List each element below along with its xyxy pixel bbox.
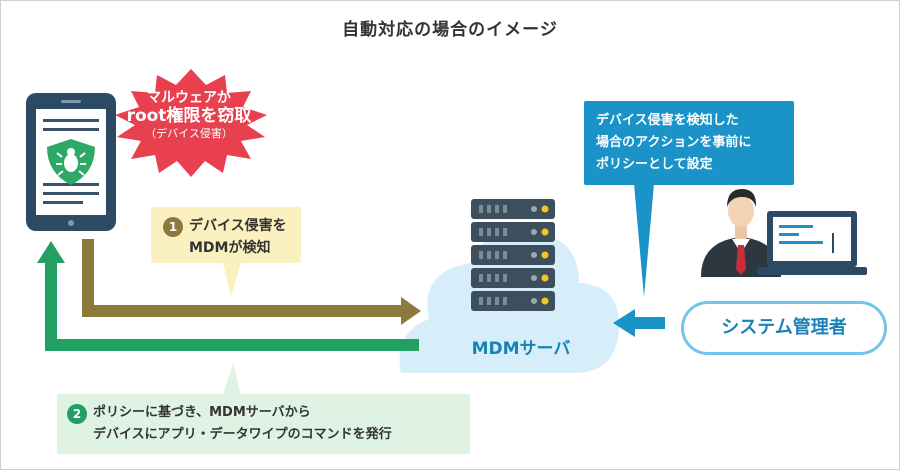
step2-text: ポリシーに基づき、MDMサーバから デバイスにアプリ・データワイプのコマンドを発… — [93, 402, 392, 446]
policy-arrow — [613, 309, 665, 337]
admin-callout-line3: ポリシーとして設定 — [596, 157, 713, 172]
detect-arrow — [82, 239, 421, 325]
burst-label: マルウェアが root権限を窃取 （デバイス侵害） — [119, 89, 259, 143]
step2-pointer — [223, 363, 241, 395]
admin-policy-callout: デバイス侵害を検知した 場合のアクションを事前に ポリシーとして設定 — [584, 101, 794, 185]
step2-callout: 2 ポリシーに基づき、MDMサーバから デバイスにアプリ・データワイプのコマンド… — [57, 394, 470, 454]
burst-line2: root権限を窃取 — [126, 106, 252, 126]
admin-person-icon — [701, 189, 781, 277]
diagram-title: 自動対応の場合のイメージ — [342, 20, 558, 40]
admin-callout-pointer — [634, 184, 654, 297]
step2-line1: ポリシーに基づき、MDMサーバから — [93, 405, 311, 420]
step1-pointer — [223, 262, 241, 297]
server-icon — [471, 199, 555, 311]
step2-line2: デバイスにアプリ・データワイプのコマンドを発行 — [93, 427, 392, 442]
step1-callout: 1 デバイス侵害を MDMが検知 — [151, 207, 301, 263]
wipe-command-arrow — [37, 241, 419, 351]
step1-number-badge: 1 — [163, 217, 183, 237]
shield-bug-icon — [47, 139, 95, 185]
admin-callout-line2: 場合のアクションを事前に — [596, 135, 752, 150]
step2-number-badge: 2 — [67, 404, 87, 424]
step1-text: デバイス侵害を MDMが検知 — [189, 215, 287, 259]
burst-icon — [115, 69, 267, 177]
burst-line1: マルウェアが — [147, 90, 231, 106]
admin-callout-line1: デバイス侵害を検知した — [596, 113, 739, 128]
server-label: MDMサーバ — [471, 339, 571, 359]
burst-line3: （デバイス侵害） — [145, 127, 233, 140]
admin-label: システム管理者 — [681, 301, 887, 355]
laptop-icon — [757, 211, 867, 275]
admin-callout-text: デバイス侵害を検知した 場合のアクションを事前に ポリシーとして設定 — [596, 110, 751, 176]
step1-line2: MDMが検知 — [189, 240, 271, 256]
step1-line1: デバイス侵害を — [189, 218, 287, 234]
